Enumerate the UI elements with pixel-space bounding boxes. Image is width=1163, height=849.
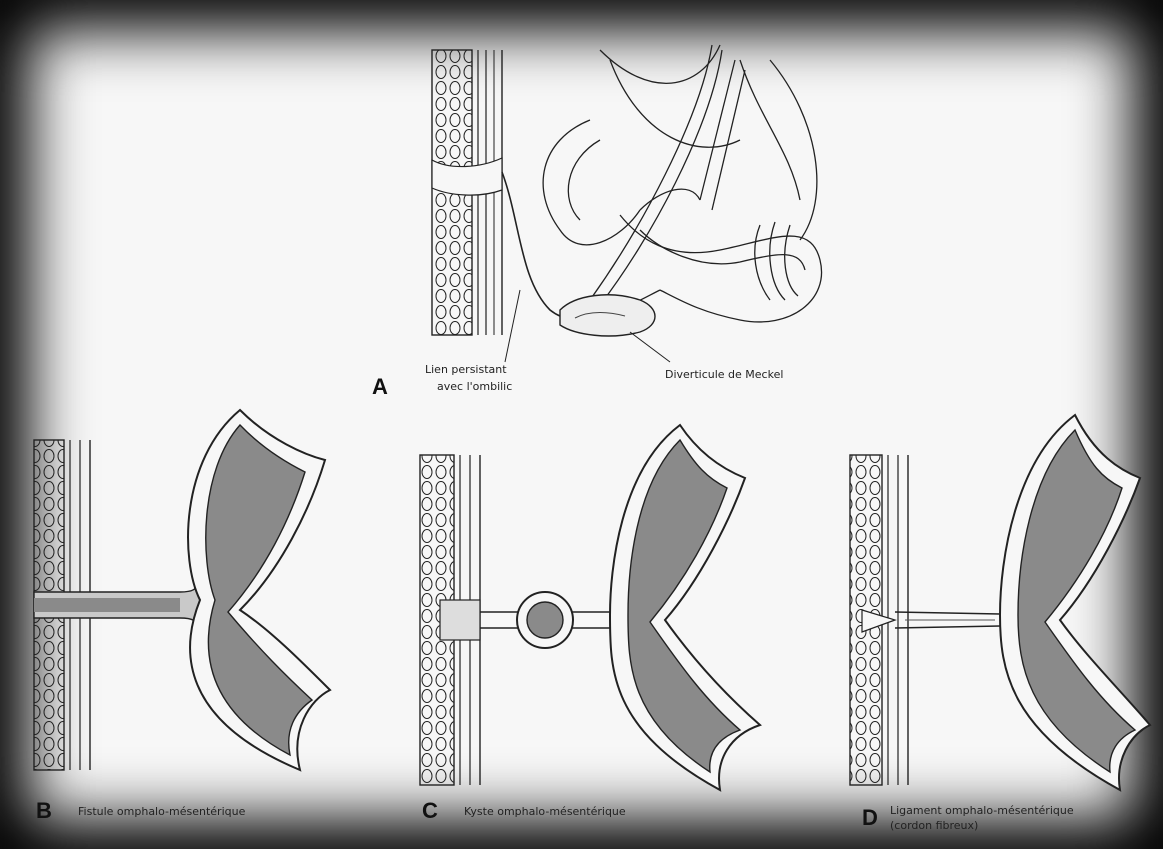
caption-ligament-line2: (cordon fibreux) [890,818,978,833]
label-persistent-link-line1: Lien persistant [425,362,507,377]
panel-c-letter: C [422,798,438,824]
omphalomesenteric-cyst [517,592,573,648]
leader-line-link [505,290,520,362]
label-meckel-diverticulum: Diverticule de Meckel [665,367,783,382]
panel-a-letter: A [372,374,388,400]
caption-cyst: Kyste omphalo-mésentérique [464,804,626,819]
caption-ligament-line1: Ligament omphalo-mésentérique [890,803,1074,818]
intestine-loop-a [543,120,821,322]
panel-d-illustration [850,415,1150,790]
ileum-c [610,425,760,790]
panel-c-illustration [420,425,760,790]
label-persistent-link-line2: avec l'ombilic [437,379,512,394]
caption-fistula: Fistule omphalo-mésentérique [78,804,245,819]
abdominal-wall-a [432,50,502,335]
panel-a-illustration [432,45,822,362]
ileum-b [188,410,330,770]
ileum-d [1000,415,1150,790]
meckel-diverticulum [560,295,655,336]
abdominal-wall-d [850,455,908,785]
leader-line-diverticulum [630,332,670,362]
panel-d-letter: D [862,805,878,831]
panel-b-illustration [34,410,330,770]
abdominal-wall-c [420,455,480,785]
mesentery-a [590,45,817,305]
persistent-link [502,172,595,320]
panel-b-letter: B [36,798,52,824]
